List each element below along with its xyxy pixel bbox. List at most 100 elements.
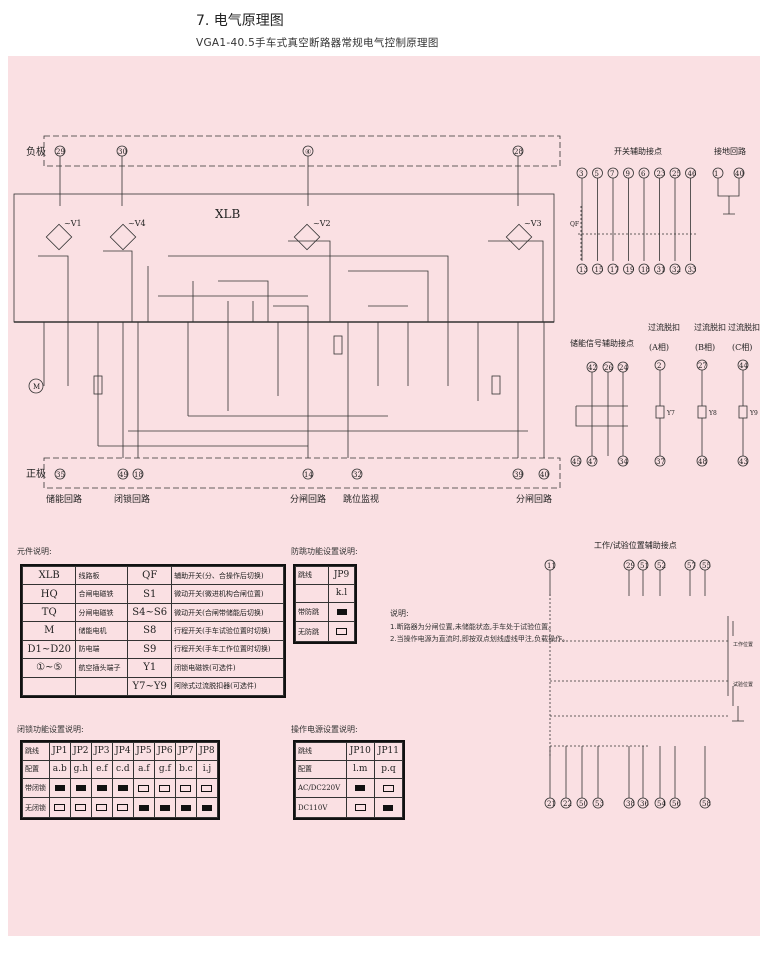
storage-num: 47: [588, 458, 597, 466]
position-bottom-num: 54: [657, 800, 666, 808]
terminal-label: 30: [118, 148, 127, 156]
component-code: [21, 676, 77, 697]
notes-line: 1.断路器为分闸位置,未储能状态,手车处于试验位置。: [390, 623, 556, 631]
terminal-label: ④: [305, 148, 311, 156]
component-desc: 闭锁电磁铁(可选件): [171, 658, 284, 678]
jumper-off: [201, 784, 213, 792]
terminal-label: 49: [119, 471, 128, 479]
component-desc: 微动开关(合闸带储能后切换): [171, 602, 284, 623]
position-top-num: 52: [657, 562, 666, 570]
aux-top-num: 25: [672, 170, 681, 178]
component-desc: [75, 676, 129, 697]
interlock-cell: [69, 777, 92, 799]
power-header: 跳线: [295, 742, 347, 761]
component-code: Y1: [127, 658, 173, 678]
interlock-cell: [174, 777, 197, 799]
component-desc: 线路板: [75, 565, 129, 586]
interlock-sub: g.h: [69, 759, 92, 779]
power-row-label: AC/DC220V: [295, 777, 347, 799]
power-cell: [373, 797, 404, 818]
ground-loop-title: 接地回路: [714, 146, 746, 156]
svg-text:~V4: ~V4: [128, 219, 146, 228]
power-sub: p.q: [373, 759, 404, 779]
terminal-label: 32: [353, 471, 362, 479]
interlock-sub: b.c: [174, 759, 197, 779]
component-code: M: [21, 621, 77, 641]
component-desc: 阿除式过流脱扣器(可选件): [171, 676, 284, 697]
jumper-on: [75, 785, 86, 792]
position-contacts-title: 工作/试验位置辅助接点: [594, 540, 677, 550]
component-code: TQ: [21, 602, 77, 623]
oc-coil: Y7: [666, 410, 675, 417]
terminal-label: 39: [514, 471, 523, 479]
interlock-cell: [195, 777, 219, 799]
s9-label: 试验位置: [733, 681, 753, 688]
interlock-cell: [195, 797, 219, 818]
interlock-cell: [174, 797, 197, 818]
component-desc: 行程开关(手车工作位置时切换): [171, 639, 284, 660]
interlock-sub: 配置: [22, 759, 50, 779]
component-desc: 航空插头端子: [75, 658, 129, 678]
interlock-sub: g.f: [153, 759, 176, 779]
aux-bottom-num: 33: [688, 266, 697, 274]
interlock-cell: [153, 797, 176, 818]
position-top-num: 29: [626, 562, 635, 570]
position-top-num: 51: [640, 562, 649, 570]
ground-num: 1: [714, 170, 718, 178]
loop-label: 跳位监视: [343, 493, 379, 505]
jumper-on: [96, 785, 107, 792]
oc-coil: Y9: [749, 410, 758, 417]
position-bottom-num: 58: [702, 800, 711, 808]
component-desc: 防电端: [75, 639, 129, 660]
svg-text:~V2: ~V2: [313, 219, 331, 228]
component-desc: 辅助开关(分、合操作后切换): [171, 565, 284, 586]
storage-num: 26: [604, 364, 613, 372]
svg-text:~V1: ~V1: [64, 219, 82, 228]
oc-num: 43: [739, 458, 748, 466]
power-cell: [345, 777, 375, 799]
overcurrent-title: 过流脱扣: [728, 322, 760, 332]
overcurrent-title: 过流脱扣: [694, 322, 726, 332]
jumper-off: [180, 784, 192, 792]
schematic-canvas: 负极 正极 XLB 29 30 ④ 28 ~V1 ~V4 ~V2 ~V3: [13, 135, 760, 809]
component-code: HQ: [21, 584, 77, 604]
positive-bus-label: 正极: [26, 467, 46, 480]
interlock-sub: a.b: [48, 759, 71, 779]
power-sub: 配置: [295, 759, 347, 779]
component-desc: 储能电机: [75, 621, 129, 641]
jumper-off: [336, 628, 348, 636]
power-cell: [345, 797, 375, 818]
terminal-label: 35: [56, 471, 65, 479]
oc-num: 48: [698, 458, 707, 466]
power-header: JP10: [345, 742, 375, 761]
interlock-row-label: 无闭锁: [22, 797, 50, 818]
position-top-num: 55: [702, 562, 711, 570]
component-desc: 合闸电磁铁: [75, 584, 129, 604]
aux-bottom-num: 18: [641, 266, 650, 274]
terminal-label: 40: [540, 471, 549, 479]
component-code: S9: [127, 639, 173, 660]
power-row-label: DC110V: [295, 797, 347, 818]
aux-bottom-num: 13: [579, 266, 588, 274]
notes-title: 说明:: [390, 609, 409, 618]
jumper-on: [201, 804, 212, 811]
position-bottom-num: 53: [595, 800, 604, 808]
anti-jump-row-label: 无防跳: [294, 621, 330, 642]
position-top-num: 11: [547, 562, 556, 570]
position-bottom-num: 56: [672, 800, 681, 808]
rectifier-bridge: [45, 223, 533, 251]
negative-bus-label: 负极: [26, 145, 46, 158]
interlock-cell: [153, 777, 176, 799]
oc-num: 2: [657, 362, 661, 370]
loop-label: 闭锁回路: [114, 493, 150, 505]
component-code: XLB: [21, 565, 77, 586]
aux-contacts-title: 开关辅助接点: [614, 146, 662, 156]
position-bottom-num: 22: [563, 800, 572, 808]
overcurrent-title: 过流脱扣: [648, 322, 680, 332]
components-caption: 元件说明:: [17, 547, 52, 556]
aux-top-num: 6: [641, 170, 646, 178]
jumper-on: [138, 804, 149, 811]
